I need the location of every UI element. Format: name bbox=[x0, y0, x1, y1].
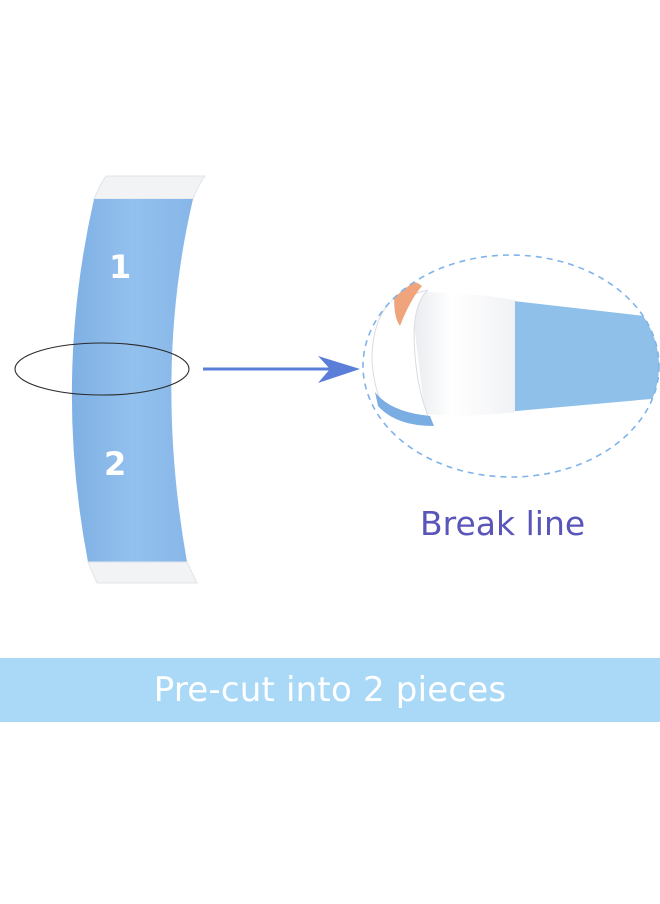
piece-number-one: 1 bbox=[109, 248, 132, 286]
banner-text: Pre-cut into 2 pieces bbox=[153, 670, 507, 710]
closeup-circle bbox=[362, 254, 660, 478]
break-highlight-ellipse bbox=[14, 342, 190, 396]
curved-tape bbox=[71, 175, 206, 584]
tape-body bbox=[71, 199, 193, 562]
tape-liner-bottom bbox=[87, 561, 198, 584]
tape-liner-top bbox=[93, 175, 206, 200]
break-line-label: Break line bbox=[420, 504, 586, 543]
piece-number-two: 2 bbox=[104, 445, 127, 483]
caption-banner: Pre-cut into 2 pieces bbox=[0, 658, 660, 722]
arrow-icon bbox=[203, 356, 360, 383]
